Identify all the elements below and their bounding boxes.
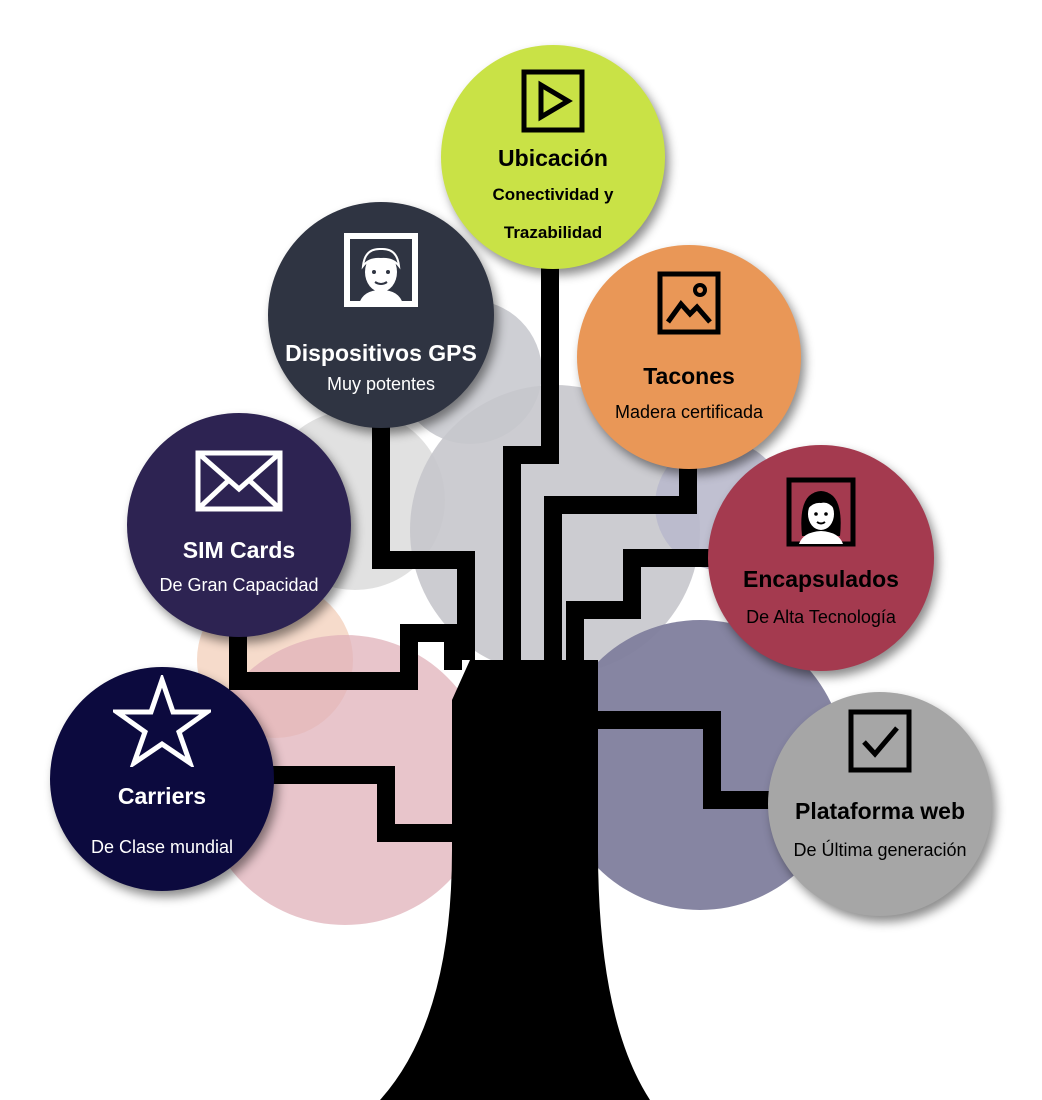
- node-subtitle-line1: Conectividad y: [492, 185, 614, 204]
- node-tacones: Tacones Madera certificada: [577, 245, 801, 469]
- star-icon: [113, 675, 211, 767]
- branch-plataforma: [598, 711, 775, 809]
- branch-ubicacion: [503, 262, 559, 660]
- node-sim-cards: SIM Cards De Gran Capacidad: [127, 413, 351, 637]
- tree-trunk: [380, 660, 650, 1100]
- branch-sim: [229, 624, 462, 690]
- branch-dispositivos: [372, 415, 475, 660]
- node-subtitle: Muy potentes: [326, 374, 436, 394]
- node-title: Carriers: [117, 783, 207, 809]
- node-title: Tacones: [643, 363, 735, 389]
- node-subtitle: De Gran Capacidad: [159, 575, 319, 595]
- node-encapsulados: Encapsulados De Alta Tecnología: [708, 445, 934, 671]
- node-title: Ubicación: [498, 145, 608, 171]
- woman-portrait-icon: [786, 477, 856, 547]
- node-title: Dispositivos GPS: [285, 340, 477, 366]
- node-carriers: Carriers De Clase mundial: [50, 667, 274, 891]
- play-icon: [521, 69, 585, 133]
- branch-encapsulados: [566, 549, 720, 660]
- man-portrait-icon: [344, 233, 418, 307]
- branch-tacones: [544, 462, 697, 660]
- node-subtitle: De Última generación: [793, 840, 967, 860]
- node-subtitle: De Clase mundial: [90, 837, 234, 857]
- image-icon: [657, 271, 721, 335]
- node-title: SIM Cards: [182, 537, 296, 563]
- node-title: Encapsulados: [743, 566, 899, 592]
- branch-carriers: [270, 766, 455, 842]
- node-dispositivos-gps: Dispositivos GPS Muy potentes: [268, 202, 494, 428]
- checkbox-icon: [848, 709, 912, 773]
- node-subtitle-line2: Trazabilidad: [503, 223, 603, 242]
- node-title: Plataforma web: [795, 798, 965, 824]
- node-subtitle: De Alta Tecnología: [746, 607, 896, 627]
- envelope-icon: [195, 450, 283, 512]
- node-ubicacion: Ubicación Conectividad y Trazabilidad: [441, 45, 665, 269]
- tree-trunk-and-branches: [229, 262, 775, 842]
- node-subtitle: Madera certificada: [614, 402, 764, 422]
- node-plataforma-web: Plataforma web De Última generación: [768, 692, 992, 916]
